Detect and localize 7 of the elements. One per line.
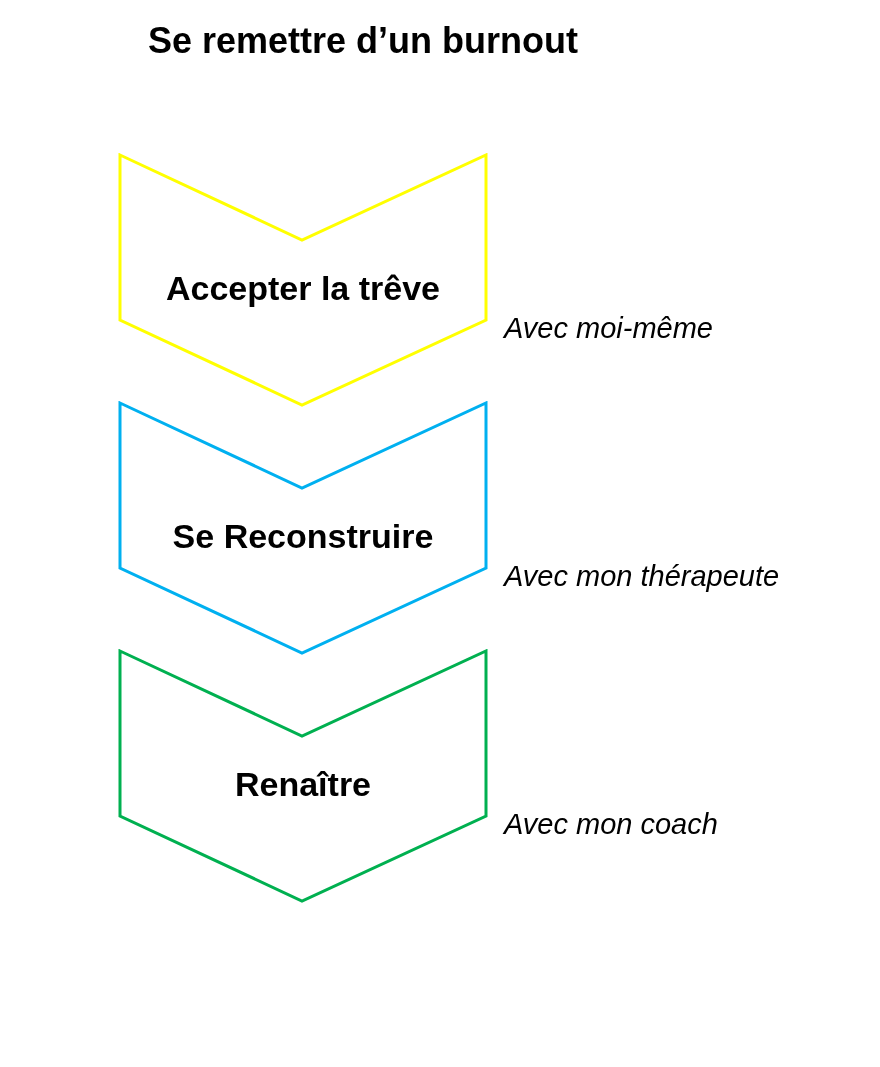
caption-text: Avec mon thérapeute — [504, 560, 780, 593]
step-label: Se Reconstruire — [171, 516, 435, 556]
caption-text: Avec moi-même — [504, 312, 713, 345]
caption-text: Avec mon coach — [504, 808, 718, 841]
title: Se remettre d’un burnout — [148, 20, 579, 62]
step-label: Renaître — [233, 764, 373, 804]
step-label: Accepter la trêve — [164, 268, 441, 308]
